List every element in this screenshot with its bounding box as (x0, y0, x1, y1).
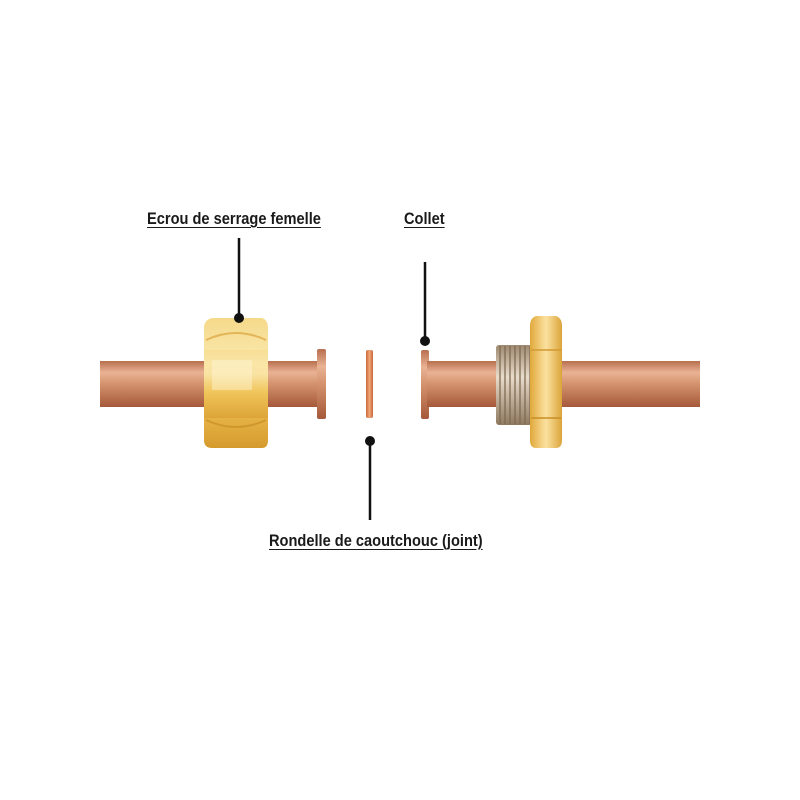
rubber-washer (366, 350, 373, 418)
male-threaded-end (496, 345, 532, 425)
label-female-nut: Ecrou de serrage femelle (147, 209, 321, 228)
male-fitting-nut (530, 316, 562, 448)
leader-collar (420, 262, 430, 346)
label-rubber-washer: Rondelle de caoutchouc (joint) (269, 531, 483, 550)
leader-nut (234, 238, 244, 323)
left-pipe-flange (317, 349, 326, 419)
female-nut (204, 318, 268, 448)
leader-washer (365, 436, 375, 520)
label-collar: Collet (404, 209, 445, 228)
right-copper-pipe (427, 361, 700, 407)
